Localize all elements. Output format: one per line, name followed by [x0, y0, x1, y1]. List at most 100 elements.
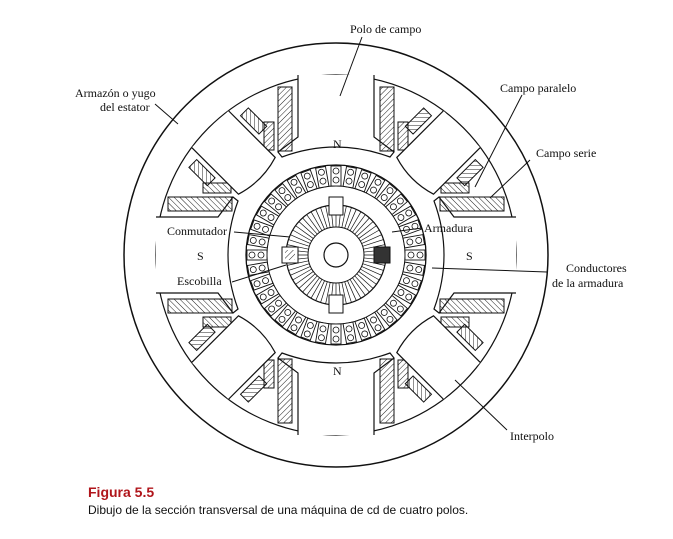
commutator-segment — [302, 275, 318, 293]
commutator-segment — [288, 239, 310, 247]
commutator-segment — [354, 217, 370, 235]
conductor — [403, 277, 410, 285]
armature-slot — [263, 294, 287, 317]
slot-outline — [365, 311, 386, 336]
armature-slot — [404, 249, 426, 261]
commutator-segment — [344, 281, 352, 303]
armature-conductors — [246, 165, 426, 345]
armature-slot — [286, 174, 307, 199]
armature-slot — [385, 294, 409, 317]
brush-fill — [285, 250, 295, 260]
pole-letter-right: S — [466, 249, 473, 263]
conductor — [361, 330, 369, 338]
conductor — [278, 187, 286, 195]
slot-outline — [375, 304, 398, 328]
commutator-segment — [361, 266, 382, 276]
slot-outline — [392, 284, 417, 305]
brushes — [281, 196, 391, 314]
commutator-segment — [315, 209, 325, 230]
slot-outline — [263, 193, 287, 216]
conductor — [358, 322, 366, 329]
shunt-coil — [379, 358, 395, 424]
armature-slot — [274, 304, 297, 328]
slot-outline — [385, 193, 409, 216]
commutator-segment — [361, 234, 382, 244]
commutator-segment — [356, 221, 374, 237]
interpole-coil — [404, 107, 433, 135]
brush — [328, 294, 344, 314]
conductor — [249, 237, 257, 244]
commutator-segment — [360, 229, 380, 242]
conductor — [275, 203, 282, 211]
label-shunt-field: Campo paralelo — [500, 81, 576, 95]
armature-slot — [365, 174, 386, 199]
commutator-segment — [347, 280, 357, 301]
conductor — [267, 214, 275, 221]
conductor — [386, 187, 394, 195]
armature-slot — [354, 169, 372, 193]
slot-outline — [263, 294, 287, 317]
interpole-1 — [396, 315, 484, 403]
armature-slot — [330, 165, 342, 187]
conductor — [303, 172, 311, 180]
label-conductors-line2: de la armadura — [552, 276, 624, 290]
label-conductors-line1: Conductores — [566, 261, 627, 275]
conductor — [303, 330, 311, 338]
slot-outline — [375, 182, 398, 206]
conductor — [397, 214, 405, 221]
label-armature: Armadura — [424, 221, 473, 235]
commutator-segment — [290, 234, 311, 244]
armature-slot — [255, 205, 280, 226]
interpole-coil — [456, 158, 484, 187]
armature-slot — [392, 284, 417, 305]
conductor — [267, 289, 275, 296]
pole-body — [277, 352, 395, 435]
label-field-pole: Polo de campo — [350, 22, 421, 36]
conductor — [290, 178, 298, 186]
slot-outline — [330, 323, 342, 345]
commutator-segment — [320, 281, 328, 303]
conductor — [262, 225, 269, 233]
conductor — [390, 203, 397, 211]
commutator-segment — [352, 214, 366, 233]
conductor — [407, 251, 415, 259]
conductor — [396, 305, 404, 313]
interpole-body — [191, 110, 276, 195]
armature-slot — [402, 261, 426, 276]
shunt-coil — [379, 86, 395, 152]
conductor — [290, 324, 298, 332]
slot-outline — [286, 174, 307, 199]
commutator-segment — [347, 209, 357, 230]
label-series-field: Campo serie — [536, 146, 596, 160]
conductor — [345, 325, 353, 333]
conductor — [318, 334, 325, 342]
stator-yoke-outer — [123, 42, 549, 468]
slot-outline — [274, 182, 297, 206]
slot-outline — [255, 284, 280, 305]
commutator-segment — [341, 282, 347, 304]
shunt-coil — [439, 196, 505, 212]
commutator-segment — [362, 239, 384, 247]
conductor — [258, 238, 266, 246]
commutator-segment — [310, 211, 323, 231]
conductor — [370, 186, 377, 194]
commutator-segment — [344, 207, 352, 229]
commutator-segment — [295, 271, 314, 285]
conductor — [411, 280, 419, 288]
commutator-segment — [292, 268, 312, 281]
interpole-coil — [239, 107, 268, 135]
conductor — [295, 316, 302, 324]
interpole-body — [396, 315, 481, 400]
series-coil — [397, 121, 409, 151]
pole-letter-top: N — [333, 137, 342, 151]
slot-outline — [365, 174, 386, 199]
main-poles — [156, 75, 516, 435]
conductor — [319, 177, 327, 185]
commutator-segment — [354, 275, 370, 293]
commutator-segment — [360, 268, 380, 281]
commutator-segment — [349, 211, 362, 231]
series-coil — [263, 121, 275, 151]
armature-slot — [274, 182, 297, 206]
conductor — [370, 316, 377, 324]
conductor — [380, 194, 388, 201]
